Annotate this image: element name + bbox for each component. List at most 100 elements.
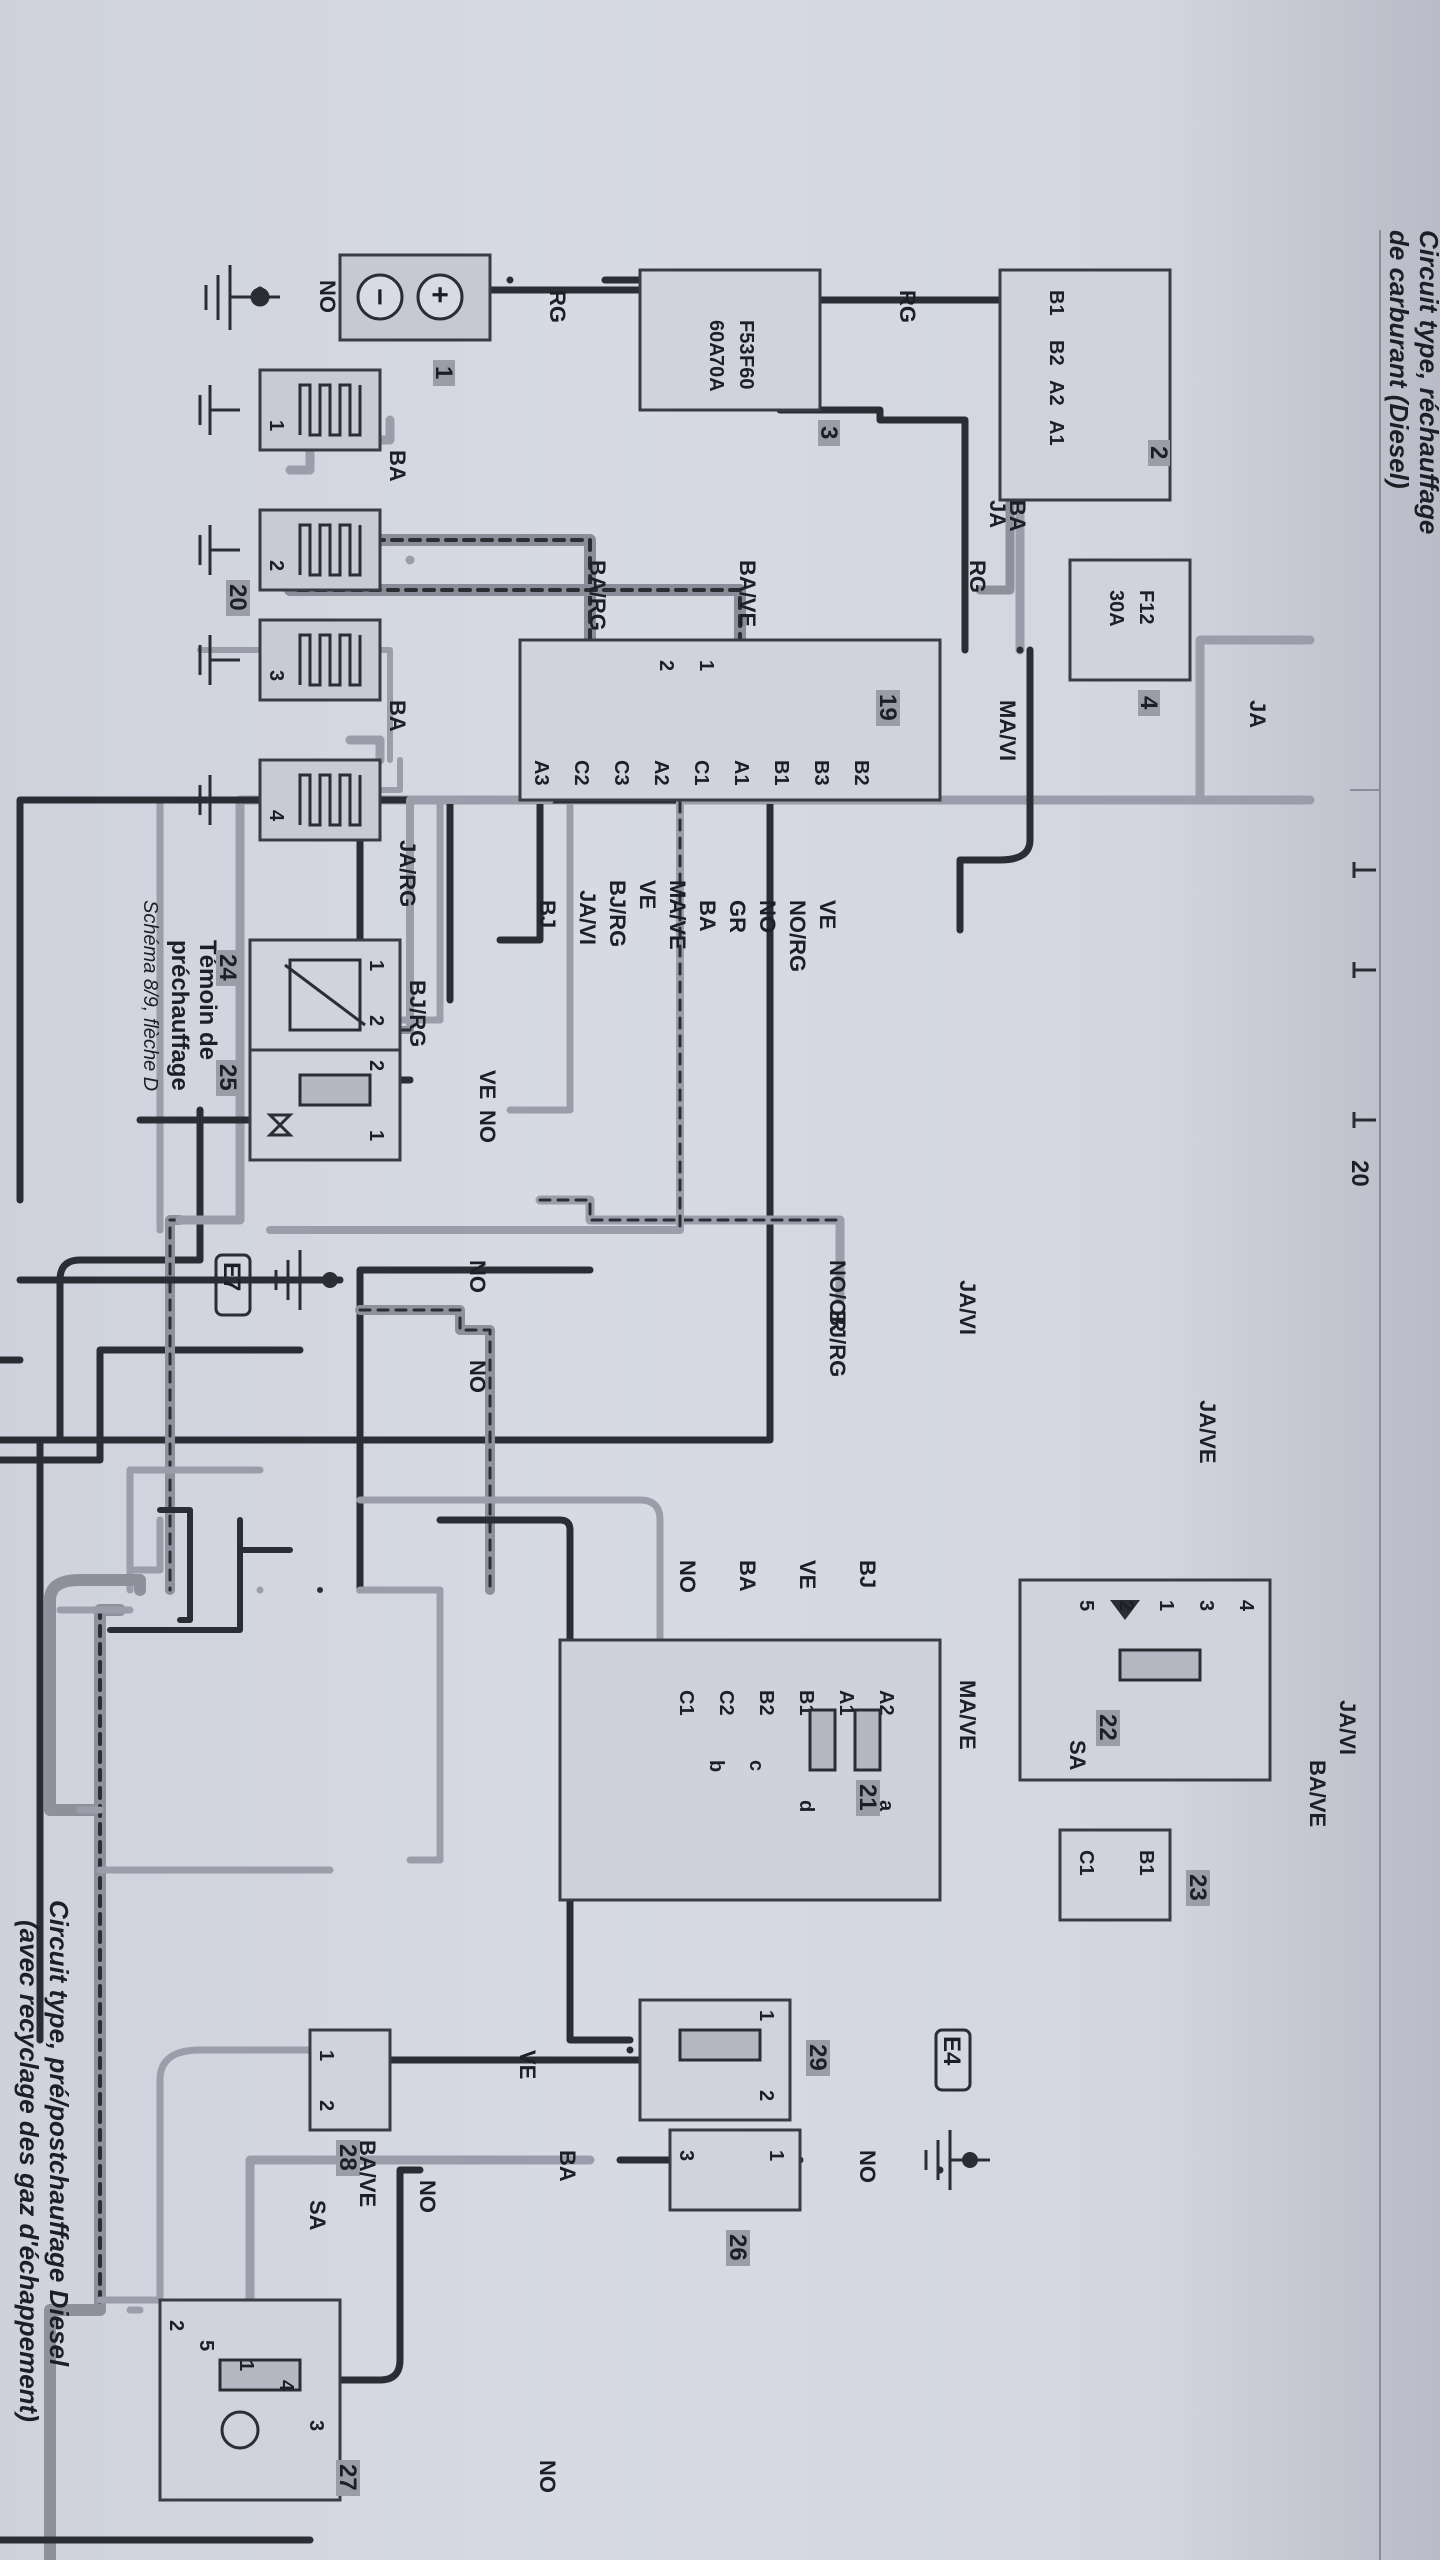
relay22-pin-4: 4 [1235, 1600, 1257, 1612]
switch-23: B1 C1 23 [1058, 1828, 1211, 1922]
component-20-label: 20 [224, 584, 251, 611]
wire-label-ja-vi-mid: JA/VI [955, 1280, 980, 1335]
wire-label-ma-ve-21: MA/VE [955, 1680, 980, 1750]
wire-label-ve-24: VE [815, 900, 840, 929]
module19-pin-2: 2 [655, 660, 677, 671]
ground-battery-icon [204, 265, 280, 330]
switch28-pin-1: 1 [315, 2050, 337, 2061]
switch26-pin-1: 1 [765, 2150, 787, 2161]
fuse-f12: F12 30A 4 [1068, 558, 1192, 716]
wire-label-no-or: NO/OR [825, 1260, 850, 1332]
battery-plus-terminal [416, 273, 464, 321]
sensor24-pin-1: 1 [365, 960, 387, 971]
component-26-label: 26 [724, 2234, 751, 2261]
wire-label-bj-rg-mid: BJ/RG [825, 1310, 850, 1377]
wire-label-bj-21: BJ [855, 1560, 880, 1588]
wire-label-no-rg: NO/RG [785, 900, 810, 972]
wire-label-ja: JA [1245, 700, 1270, 728]
warning-lamp-ref: Schéma 8/9, flèche D [139, 900, 161, 1091]
fuse-f60-amp: 70A [705, 355, 727, 392]
wire-label-ja-vi-19: JA/VI [575, 890, 600, 945]
wire-label-ba-plugs2: BA [385, 700, 410, 732]
ground-e7-label: E7 [218, 1262, 245, 1291]
relay21-label-a: a [875, 1800, 897, 1812]
relay21-pin-b2: B2 [755, 1690, 777, 1716]
switch-28: 1 2 28 [308, 2028, 392, 2176]
component-22-label: 22 [1094, 1714, 1121, 1741]
fuse-f53-amp: 60A [705, 320, 727, 357]
wire-label-ja-relay: JA [985, 500, 1010, 528]
relay-2: B1 B2 A2 A1 2 [998, 268, 1172, 502]
switch28-pin-2: 2 [315, 2100, 337, 2111]
fuse-f12-name: F12 [1135, 590, 1157, 624]
relay-22: 4 3 1 2 5 22 [1018, 1578, 1272, 1782]
wire-label-no-26: NO [855, 2150, 880, 2183]
module19-pin-c3: C3 [610, 760, 632, 786]
valve-29: 1 2 29 [638, 1998, 831, 2122]
module19-pin-a1: A1 [730, 760, 752, 786]
component-25-label: 25 [214, 1064, 241, 1091]
relay2-pin-b2: B2 [1045, 340, 1067, 366]
switch23-pin-c1: C1 [1075, 1850, 1097, 1876]
ground-glowplug-icons [198, 385, 240, 825]
module19-pin-b1: B1 [770, 760, 792, 786]
fuse-box-3: F53 60A F60 70A 3 [638, 268, 842, 446]
module19-pin-c2: C2 [570, 760, 592, 786]
wire-label-no-battery: NO [315, 280, 340, 313]
fuse-f53-name: F53 [735, 320, 757, 354]
sensor24-pin-2: 2 [365, 1015, 387, 1026]
wire-label-ba-21: BA [735, 1560, 760, 1592]
relay27-pin-4: 4 [275, 2380, 297, 2392]
relay27-pin-2: 2 [165, 2320, 187, 2331]
wire-label-ja-vi-22: JA/VI [1335, 1700, 1360, 1755]
fuse-f12-amp: 30A [1105, 590, 1127, 627]
component-24-label: 24 [214, 954, 241, 981]
wire-label-no-low: NO [465, 1360, 490, 1393]
glow-plug-1-label: 1 [265, 420, 287, 431]
wire-label-rg-top: RG [895, 290, 920, 323]
switch26-pin-3: 3 [675, 2150, 697, 2161]
module19-pin-1: 1 [695, 660, 717, 671]
wire-label-bj-rg-19: BJ/RG [605, 880, 630, 947]
wire-label-no-27: NO [415, 2180, 440, 2213]
wire-label-no-25: NO [475, 1110, 500, 1143]
module19-pin-b2: B2 [850, 760, 872, 786]
relay-box-21: A2 A1 B1 B2 C2 C1 a d c b 21 [558, 1638, 942, 1902]
ground-e7: E7 [214, 1250, 340, 1317]
valve25-pin-2: 2 [365, 1060, 387, 1071]
component-19-label: 19 [874, 694, 901, 721]
ground-e4: E4 [924, 2028, 990, 2190]
caption-line1: Circuit type, pré/postchauffage Diesel [44, 1900, 74, 2367]
wire-label-no-e7: NO [465, 1260, 490, 1293]
wire-label-ba-ve-22: BA/VE [1305, 1760, 1330, 1827]
component-28-label: 28 [334, 2144, 361, 2171]
warning-lamp-title2: préchauffage [166, 940, 193, 1091]
component-1-label: 1 [430, 366, 457, 379]
component-2-label: 2 [1145, 446, 1172, 459]
relay2-pin-b1: B1 [1045, 290, 1067, 316]
relay27-pin-1: 1 [235, 2360, 257, 2371]
switch-26: 1 3 26 [668, 2128, 802, 2266]
wire-label-ve-21: VE [795, 1560, 820, 1589]
wire-label-ja-ve: JA/VE [1195, 1400, 1220, 1464]
battery: + − 1 [338, 253, 492, 386]
wire-label-ve-29: VE [515, 2050, 540, 2079]
glow-plug-4-label: 4 [265, 810, 287, 822]
component-21-label: 21 [854, 1784, 881, 1811]
relay21-pin-a1: A1 [835, 1690, 857, 1716]
header-page-number: 20 [1346, 1160, 1373, 1187]
relay22-pin-3: 3 [1195, 1600, 1217, 1611]
module19-pin-a2: A2 [650, 760, 672, 786]
wire-label-ja-rg: JA/RG [395, 840, 420, 907]
wire-label-bj: BJ [535, 900, 560, 928]
wire-label-no-19: NO [755, 900, 780, 933]
valve29-pin-2: 2 [755, 2090, 777, 2101]
wire-label-no-21: NO [675, 1560, 700, 1593]
relay22-pin-1: 1 [1155, 1600, 1177, 1611]
header-title-line1: Circuit type, réchauffage [1414, 230, 1440, 534]
fuse-f60-name: F60 [735, 355, 757, 389]
component-23-label: 23 [1184, 1874, 1211, 1901]
wire-label-sa-22: SA [1065, 1740, 1090, 1771]
component-4-label: 4 [1135, 696, 1162, 710]
